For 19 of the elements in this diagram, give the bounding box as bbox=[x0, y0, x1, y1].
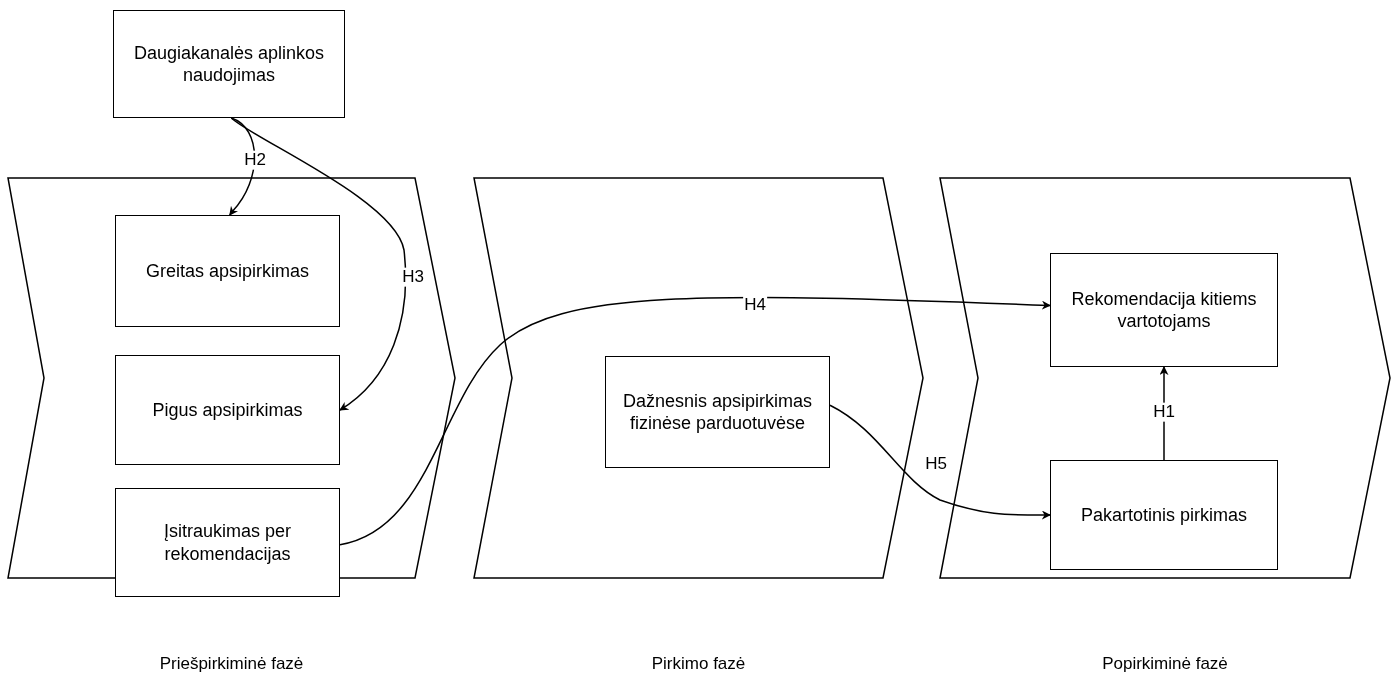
edge-label: H3 bbox=[401, 267, 425, 287]
process-box: Rekomendacija kitiems vartotojams bbox=[1050, 253, 1278, 367]
process-box: Daugiakanalės aplinkos naudojimas bbox=[113, 10, 345, 118]
process-box: Pakartotinis pirkimas bbox=[1050, 460, 1278, 570]
arrow bbox=[339, 296, 1051, 546]
arrow bbox=[1159, 366, 1169, 461]
phase-chevron bbox=[474, 178, 923, 578]
arrow bbox=[229, 117, 256, 216]
phase-label: Popirkiminė fazė bbox=[1101, 654, 1229, 674]
process-box: Įsitraukimas per rekomendacijas bbox=[115, 488, 340, 597]
phase-label: Priešpirkiminė fazė bbox=[158, 654, 305, 674]
edge-label: H2 bbox=[243, 150, 267, 170]
process-box: Greitas apsipirkimas bbox=[115, 215, 340, 327]
edge-label: H1 bbox=[1152, 402, 1176, 422]
arrow bbox=[230, 117, 407, 411]
phase-label: Pirkimo fazė bbox=[650, 654, 747, 674]
process-box: Pigus apsipirkimas bbox=[115, 355, 340, 465]
arrow bbox=[829, 404, 1051, 520]
process-box: Dažnesnis apsipirkimas fizinėse parduotuvėse bbox=[605, 356, 830, 468]
